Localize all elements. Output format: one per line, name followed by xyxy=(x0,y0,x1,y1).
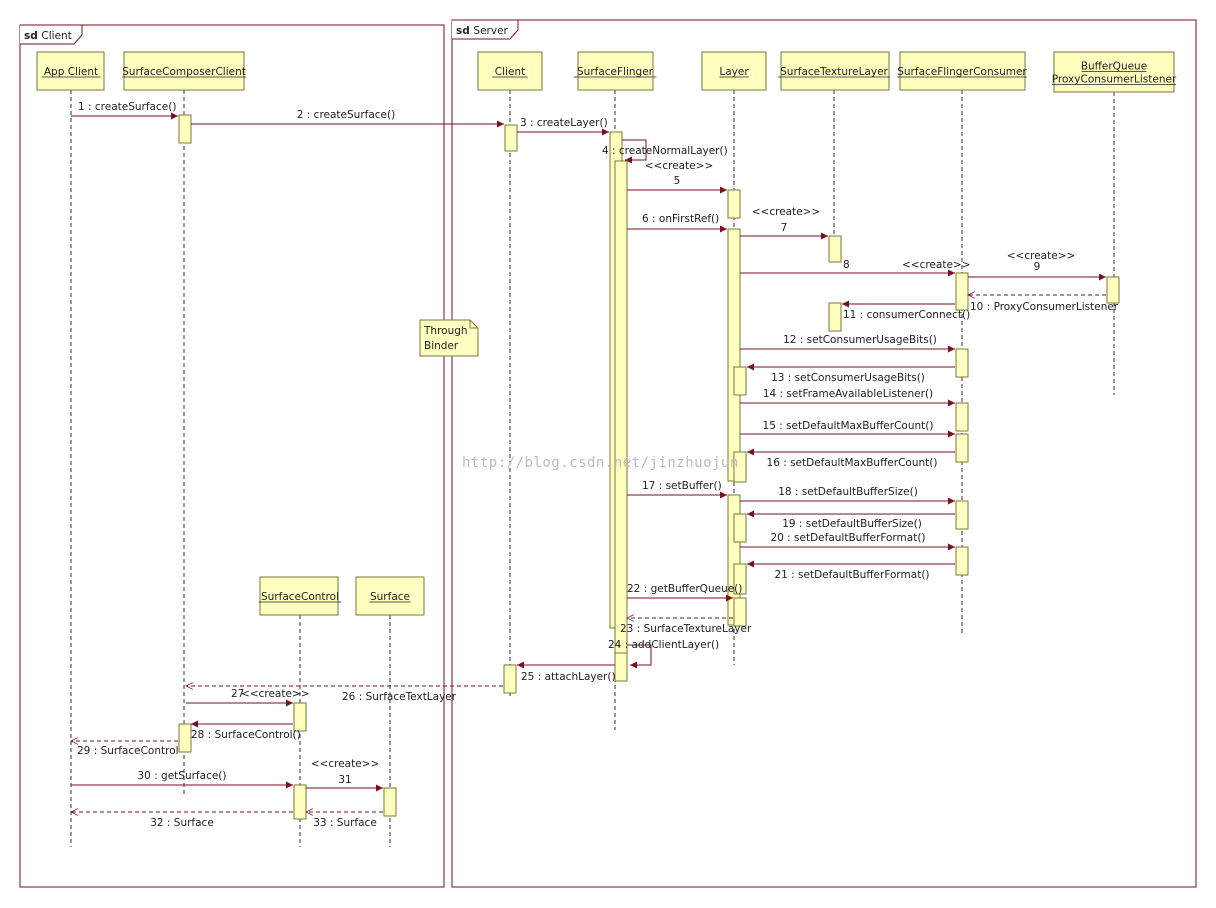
message-label-13: 13 : setConsumerUsageBits() xyxy=(771,372,925,384)
activation-scc xyxy=(178,723,192,753)
activation-cli xyxy=(504,124,518,152)
activation-scc xyxy=(178,114,192,144)
message-label-30: 30 : getSurface() xyxy=(137,770,226,782)
activation-lay xyxy=(733,451,747,483)
message-label-31: 31 xyxy=(338,774,351,786)
lifeline-head-sc xyxy=(259,576,339,616)
stereotype-5: <<create>> xyxy=(645,160,714,172)
activation-lay xyxy=(733,366,747,396)
frame-server xyxy=(451,19,1197,888)
message-label-1: 1 : createSurface() xyxy=(78,101,176,113)
message-label-32: 32 : Surface xyxy=(150,817,214,829)
message-label-33: 33 : Surface xyxy=(313,817,377,829)
lifeline-label-app: App Client xyxy=(44,66,98,78)
message-label-2: 2 : createSurface() xyxy=(297,109,395,121)
note-through-binder xyxy=(419,319,479,357)
activation-lay xyxy=(733,597,747,627)
stereotype-7: <<create>> xyxy=(752,206,821,218)
activation-sfc xyxy=(955,546,969,576)
message-label-18: 18 : setDefaultBufferSize() xyxy=(778,486,918,498)
message-label-20: 20 : setDefaultBufferFormat() xyxy=(770,532,925,544)
lifeline-head-cli xyxy=(477,51,543,91)
frame-client xyxy=(19,24,445,888)
stereotype-9: <<create>> xyxy=(1007,250,1076,262)
activation-stl xyxy=(828,235,842,263)
frame-title-server: sd Server xyxy=(456,25,509,37)
lifeline-label-lay: Layer xyxy=(719,66,749,78)
lifeline-label-stl: SurfaceTextureLayer xyxy=(780,66,888,78)
frame-title-client: sd Client xyxy=(24,30,72,42)
activation-sc xyxy=(293,702,307,732)
message-24 xyxy=(627,644,652,669)
message-label-16: 16 : setDefaultMaxBufferCount() xyxy=(767,457,938,469)
watermark: http://blog.csdn.net/jinzhuojun xyxy=(462,455,739,471)
message-4 xyxy=(622,139,647,164)
lifeline-head-lay xyxy=(701,51,767,91)
lifeline-label-scc: SurfaceComposerClient xyxy=(122,66,246,78)
message-label-3: 3 : createLayer() xyxy=(520,117,608,129)
stereotype-27: <<create>> xyxy=(241,688,310,700)
activation-sfc xyxy=(955,433,969,463)
message-label-19: 19 : setDefaultBufferSize() xyxy=(782,518,922,530)
activation-sf xyxy=(614,652,628,682)
lifeline-head-surf xyxy=(355,576,425,616)
activation-sfc xyxy=(955,500,969,530)
lifeline-head-app xyxy=(36,51,105,91)
activation-sfc xyxy=(955,402,969,432)
message-label-24: 24 : addClientLayer() xyxy=(608,639,719,651)
message-label-8: 8 xyxy=(843,259,850,271)
lifeline-label-surf: Surface xyxy=(370,591,410,603)
message-label-4: 4 : createNormalLayer() xyxy=(602,145,728,157)
message-label-21: 21 : setDefaultBufferFormat() xyxy=(774,569,929,581)
note-text: Binder xyxy=(424,340,459,352)
lifeline-label-cli: Client xyxy=(495,66,525,78)
lifeline-label-sf: SurfaceFlinger xyxy=(577,66,654,78)
activation-sfc xyxy=(955,272,969,311)
message-label-15: 15 : setDefaultMaxBufferCount() xyxy=(763,420,934,432)
message-label-26: 26 : SurfaceTextLayer xyxy=(342,691,457,703)
activation-stl xyxy=(828,302,842,332)
lifeline-label-bq: BufferQueue xyxy=(1081,61,1147,73)
message-label-11: 11 : consumerConnect() xyxy=(843,309,970,321)
message-label-29: 29 : SurfaceControl xyxy=(77,745,179,757)
message-label-28: 28 : SurfaceControl() xyxy=(191,729,301,741)
message-label-5: 5 xyxy=(674,175,681,187)
message-label-17: 17 : setBuffer() xyxy=(642,480,722,492)
message-label-14: 14 : setFrameAvailableListener() xyxy=(763,388,933,400)
activation-sf xyxy=(614,160,628,682)
lifeline-head-bq xyxy=(1053,51,1175,93)
stereotype-8: <<create>> xyxy=(902,259,971,271)
activation-surf xyxy=(383,787,397,817)
lifeline-label-sc: SurfaceControl xyxy=(261,591,339,603)
activation-lay xyxy=(733,513,747,543)
lifeline-head-stl xyxy=(780,51,890,91)
message-label-27: 27 xyxy=(231,688,244,700)
lifeline-label-sfc: SurfaceFlingerConsumer xyxy=(897,66,1027,78)
lifeline-head-sf xyxy=(577,51,654,91)
message-label-12: 12 : setConsumerUsageBits() xyxy=(783,334,937,346)
message-label-22: 22 : getBufferQueue() xyxy=(627,583,742,595)
activation-lay xyxy=(727,189,741,219)
message-label-23: 23 : SurfaceTextureLayer xyxy=(620,623,752,635)
lifeline-head-sfc xyxy=(899,51,1026,91)
activation-sc xyxy=(293,784,307,820)
message-label-10: 10 : ProxyConsumerListener xyxy=(970,301,1119,313)
lifeline-label-bq: ProxyConsumerListener xyxy=(1052,74,1177,86)
message-label-9: 9 xyxy=(1034,261,1041,273)
lifeline-head-scc xyxy=(123,51,245,91)
message-label-7: 7 xyxy=(781,222,788,234)
activation-lay xyxy=(733,563,747,595)
activation-cli xyxy=(503,664,517,694)
activation-bq xyxy=(1106,276,1120,304)
message-label-25: 25 : attachLayer() xyxy=(521,671,616,683)
activation-lay xyxy=(727,228,741,482)
stereotype-31: <<create>> xyxy=(311,758,380,770)
note-text: Through xyxy=(423,325,468,337)
message-label-6: 6 : onFirstRef() xyxy=(642,213,719,225)
activation-sfc xyxy=(955,348,969,378)
